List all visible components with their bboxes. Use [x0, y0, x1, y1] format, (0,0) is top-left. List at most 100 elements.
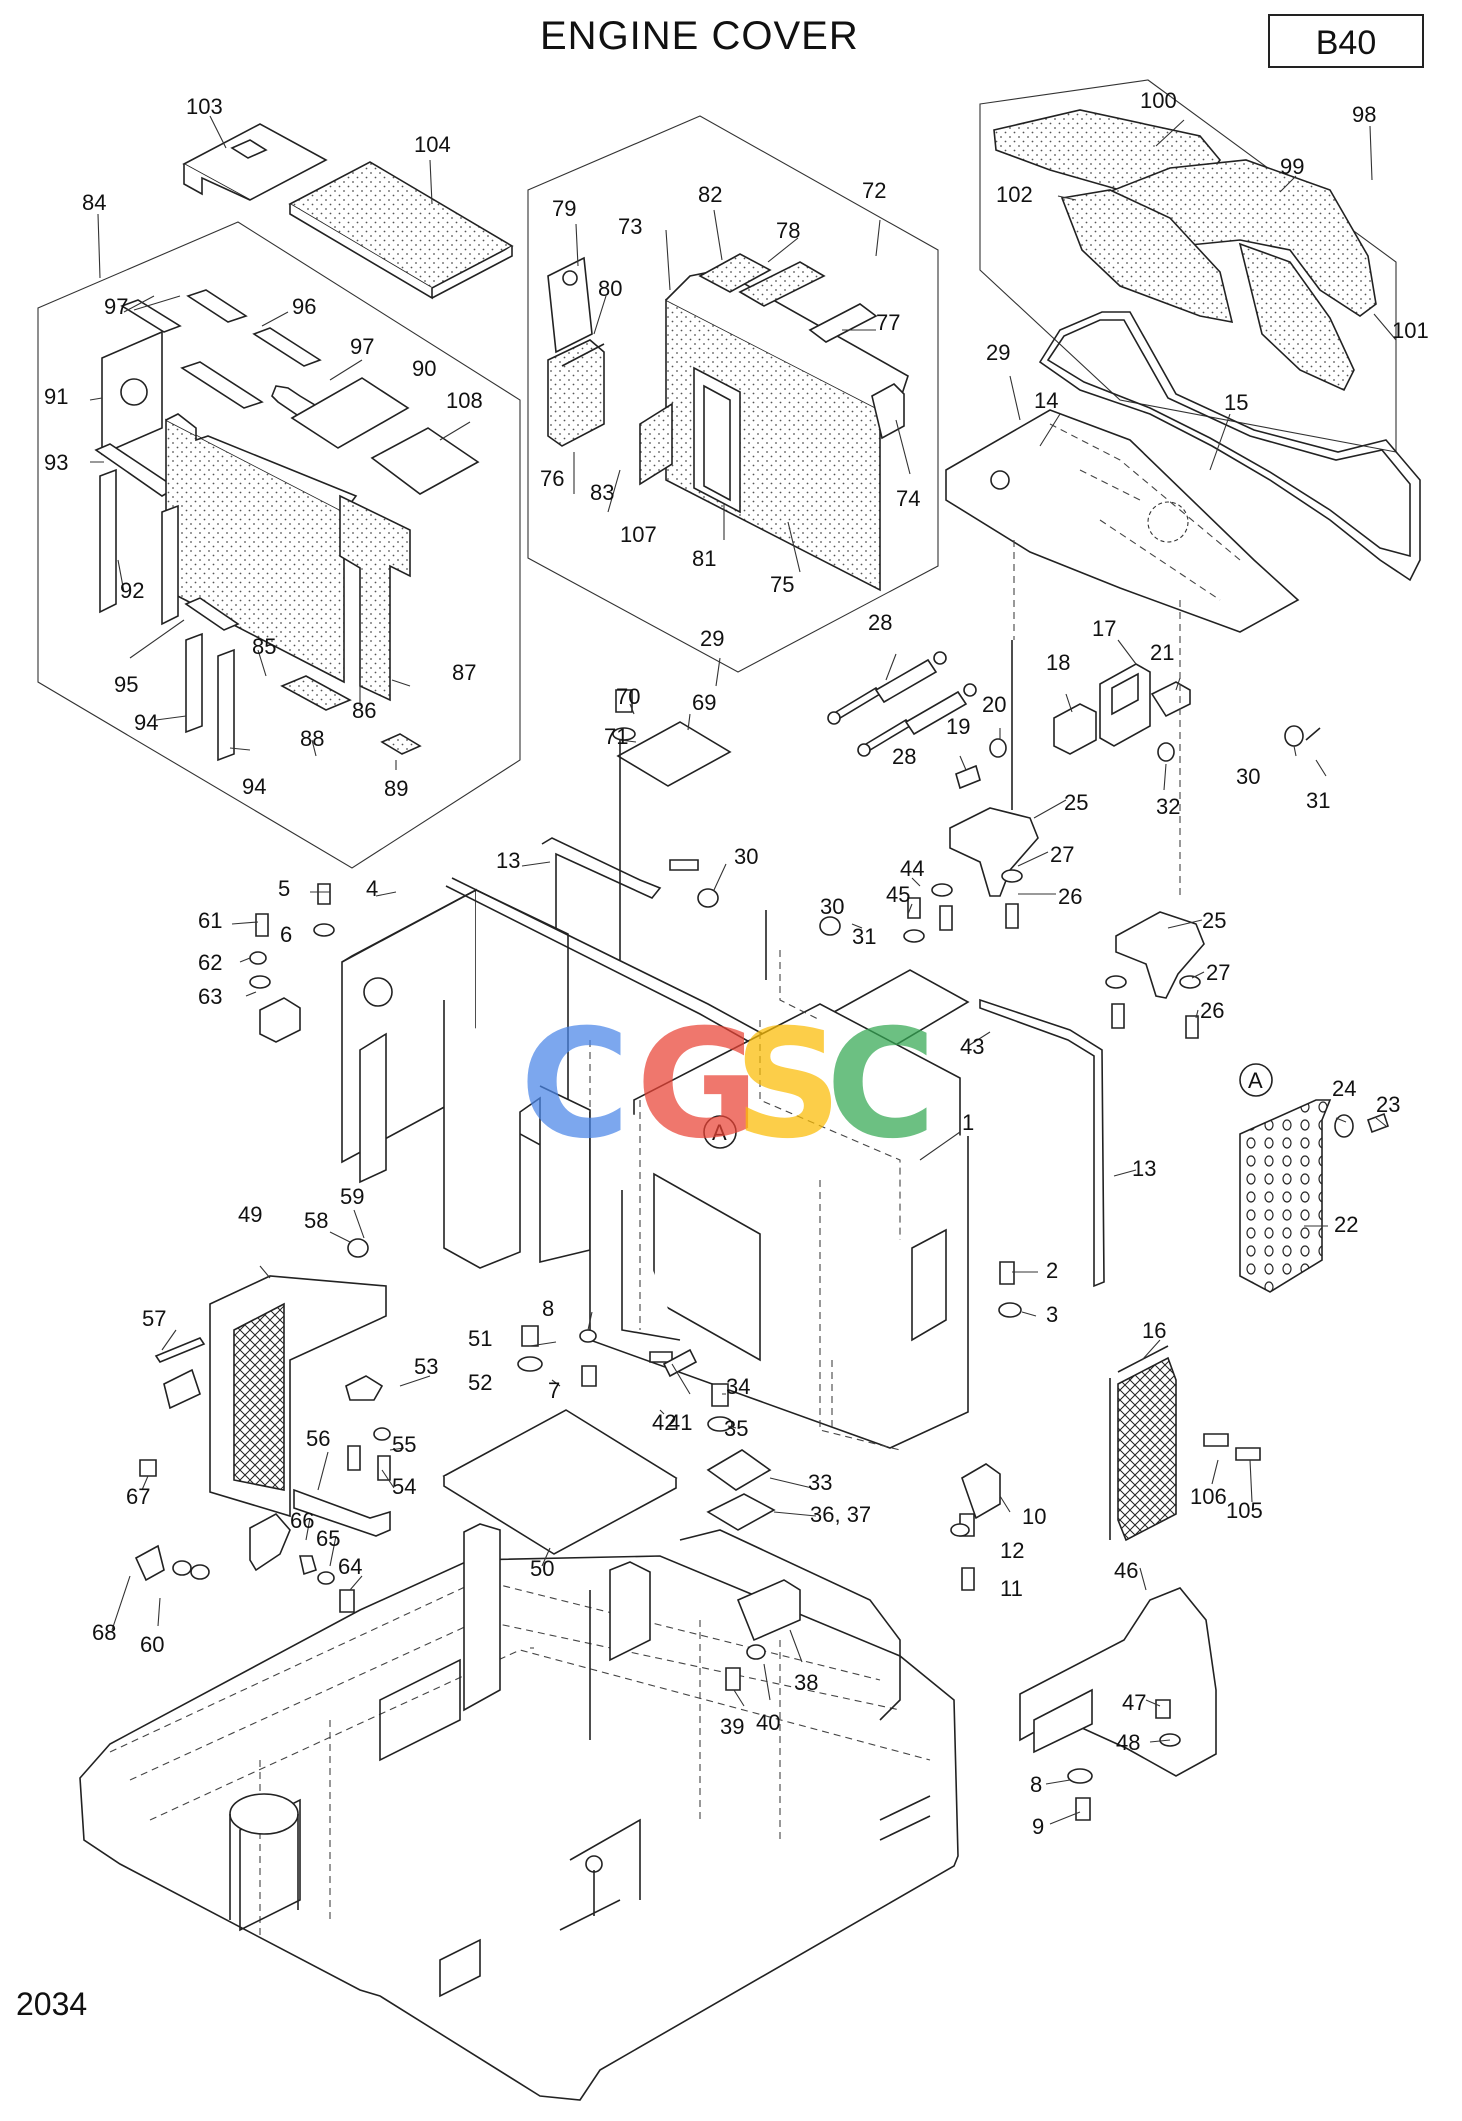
- callout: 57: [142, 1306, 166, 1331]
- callout: 30: [820, 894, 844, 919]
- callout: 7: [548, 1378, 560, 1403]
- callout: 64: [338, 1554, 362, 1579]
- callout: 51: [468, 1326, 492, 1351]
- callout: A: [1248, 1068, 1263, 1093]
- callout: 84: [82, 190, 106, 215]
- callout: 85: [252, 634, 276, 659]
- callout: 47: [1122, 1690, 1146, 1715]
- callout: 31: [1306, 788, 1330, 813]
- callout: 79: [552, 196, 576, 221]
- callout: 24: [1332, 1076, 1356, 1101]
- callout: 81: [692, 546, 716, 571]
- callout: 97: [350, 334, 374, 359]
- callout: 28: [868, 610, 892, 635]
- callout: 5: [278, 876, 290, 901]
- callout: 49: [238, 1202, 262, 1227]
- engine-hood-frame: [341, 540, 1181, 1451]
- callout: 78: [776, 218, 800, 243]
- callout: 56: [306, 1426, 330, 1451]
- callout: 82: [698, 182, 722, 207]
- watermark-letter: C: [520, 998, 630, 1172]
- callout: 3: [1046, 1302, 1058, 1327]
- callout: 71: [604, 724, 628, 749]
- callout: 101: [1392, 318, 1429, 343]
- callout: 50: [530, 1556, 554, 1581]
- callout: 75: [770, 572, 794, 597]
- lock-33-36: [706, 1449, 1001, 1531]
- callout: 92: [120, 578, 144, 603]
- callout: 108: [446, 388, 483, 413]
- seal-strips-13: [541, 837, 1105, 1288]
- callout: 53: [414, 1354, 438, 1379]
- callout: 72: [862, 178, 886, 203]
- callout: 103: [186, 94, 223, 119]
- callout: 46: [1114, 1558, 1138, 1583]
- callout: 36, 37: [810, 1502, 871, 1527]
- callout: 1: [962, 1110, 974, 1135]
- callout: 100: [1140, 88, 1177, 113]
- callout: 29: [700, 626, 724, 651]
- callout: 66: [290, 1508, 314, 1533]
- watermark-letter: S: [734, 998, 842, 1172]
- callout: 38: [794, 1670, 818, 1695]
- callout: 28: [892, 744, 916, 769]
- callout: 106: [1190, 1484, 1227, 1509]
- callout: 15: [1224, 390, 1248, 415]
- callout: 6: [280, 922, 292, 947]
- callout: 99: [1280, 154, 1304, 179]
- callout: 9: [1032, 1814, 1044, 1839]
- callout: 4: [366, 876, 378, 901]
- callout: 33: [808, 1470, 832, 1495]
- callout: 19: [946, 714, 970, 739]
- callout: 52: [468, 1370, 492, 1395]
- callout: 69: [692, 690, 716, 715]
- side-panel-46: [1019, 1587, 1217, 1777]
- callout: 2: [1046, 1258, 1058, 1283]
- callout: 43: [960, 1034, 984, 1059]
- callout: 31: [852, 924, 876, 949]
- callout: 30: [1236, 764, 1260, 789]
- callout: 39: [720, 1714, 744, 1739]
- base-plate-50: [442, 1409, 678, 1555]
- side-cover-kit-72: [527, 115, 939, 673]
- callout: 98: [1352, 102, 1376, 127]
- top-pads-103-104: [182, 123, 514, 300]
- callout: 11: [1000, 1576, 1023, 1601]
- callout: 27: [1050, 842, 1074, 867]
- page-number: 2034: [16, 1986, 88, 2022]
- callout: 16: [1142, 1318, 1166, 1343]
- callout: 27: [1206, 960, 1230, 985]
- fasteners: [134, 689, 1261, 1821]
- callout: 48: [1116, 1730, 1140, 1755]
- callout: 61: [198, 908, 222, 933]
- callout: 68: [92, 1620, 116, 1645]
- callout: 26: [1058, 884, 1082, 909]
- callout: 70: [616, 684, 640, 709]
- callout: 58: [304, 1208, 328, 1233]
- callout: 77: [876, 310, 900, 335]
- callout: 74: [896, 486, 920, 511]
- callout: 105: [1226, 1498, 1263, 1523]
- callout: 93: [44, 450, 68, 475]
- callout: 73: [618, 214, 642, 239]
- mesh-panels: [209, 1275, 1177, 1542]
- callout: 42: [652, 1410, 676, 1435]
- callout: 80: [598, 276, 622, 301]
- callout: 65: [316, 1526, 340, 1551]
- callout: 30: [734, 844, 758, 869]
- upper-frame-chassis: [79, 1523, 959, 2101]
- callout: A: [712, 1120, 727, 1145]
- callout: 104: [414, 132, 451, 157]
- callout: 87: [452, 660, 476, 685]
- callout: 60: [140, 1632, 164, 1657]
- callout: 20: [982, 692, 1006, 717]
- plates-69-43: [616, 721, 970, 1047]
- callout: 29: [986, 340, 1010, 365]
- callout: 83: [590, 480, 614, 505]
- callout: 41: [668, 1410, 692, 1435]
- panel-14: [945, 409, 1300, 633]
- callout: 89: [384, 776, 408, 801]
- callout: 76: [540, 466, 564, 491]
- callout: 10: [1022, 1504, 1046, 1529]
